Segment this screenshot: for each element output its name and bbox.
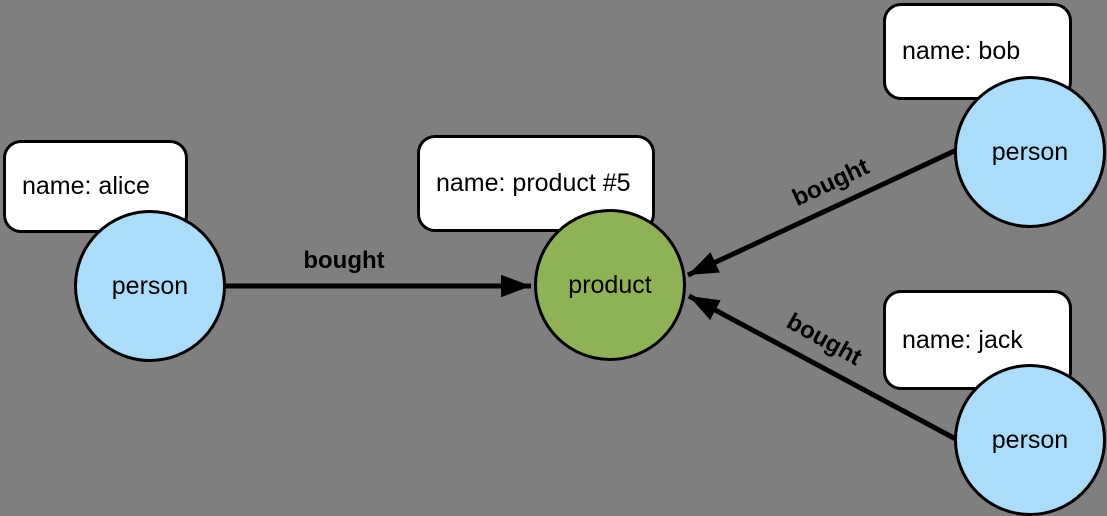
edge-jack-bought-product[interactable]: [687, 293, 967, 447]
property-text-alice: name: alice: [22, 172, 150, 200]
node-alice-person[interactable]: person: [74, 210, 226, 362]
edge-label-bought-alice-product: bought: [303, 247, 385, 274]
node-label-alice: person: [111, 271, 189, 300]
node-jack-person[interactable]: person: [954, 364, 1106, 516]
node-label-bob: person: [991, 137, 1069, 166]
node-label-jack: person: [991, 425, 1069, 454]
property-text-bob: name: bob: [902, 37, 1021, 65]
node-product[interactable]: product: [534, 209, 686, 361]
property-text-jack: name: jack: [902, 325, 1023, 354]
edge-bob-bought-product[interactable]: [686, 137, 980, 278]
node-label-product: product: [568, 270, 652, 299]
property-text-product: name: product #5: [436, 169, 631, 197]
node-bob-person[interactable]: person: [954, 76, 1106, 228]
